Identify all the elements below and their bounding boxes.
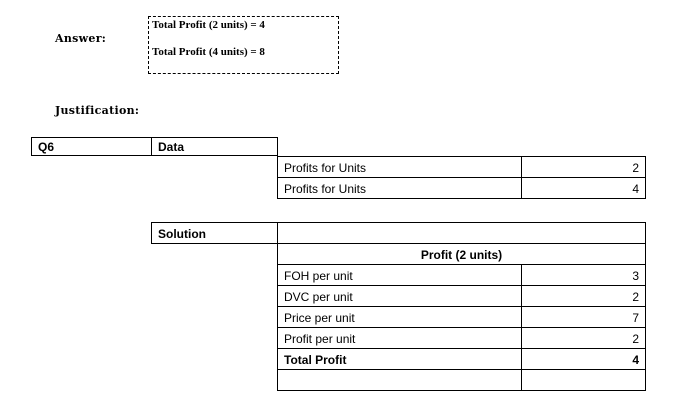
solution-row-label: Profit per unit — [277, 327, 522, 349]
solution-row-label: DVC per unit — [277, 285, 522, 307]
data-row-value: 4 — [521, 177, 646, 199]
solution-row-label: FOH per unit — [277, 264, 522, 286]
solution-row-label: Price per unit — [277, 306, 522, 328]
answer-box: Total Profit (2 units) = 4 Total Profit … — [148, 16, 339, 74]
data-header-cell: Data — [151, 137, 278, 156]
total-profit-label: Total Profit — [277, 348, 522, 370]
solution-row-value: 3 — [521, 264, 646, 286]
profit-table-title: Profit (2 units) — [277, 243, 646, 265]
question-number-cell: Q6 — [31, 137, 152, 156]
empty-row-value — [521, 369, 646, 391]
data-row-value: 2 — [521, 156, 646, 178]
data-row-label: Profits for Units — [277, 177, 522, 199]
total-profit-value: 4 — [521, 348, 646, 370]
data-row-label: Profits for Units — [277, 156, 522, 178]
solution-row-value: 2 — [521, 327, 646, 349]
solution-row-value: 7 — [521, 306, 646, 328]
solution-header-cell: Solution — [151, 222, 278, 244]
answer-label: Answer: — [55, 32, 107, 45]
answer-line-1: Total Profit (2 units) = 4 — [152, 19, 265, 31]
justification-label: Justification: — [55, 104, 140, 117]
empty-row-label — [277, 369, 522, 391]
solution-spacer-cell — [277, 222, 646, 244]
solution-row-value: 2 — [521, 285, 646, 307]
answer-line-2: Total Profit (4 units) = 8 — [152, 46, 265, 58]
